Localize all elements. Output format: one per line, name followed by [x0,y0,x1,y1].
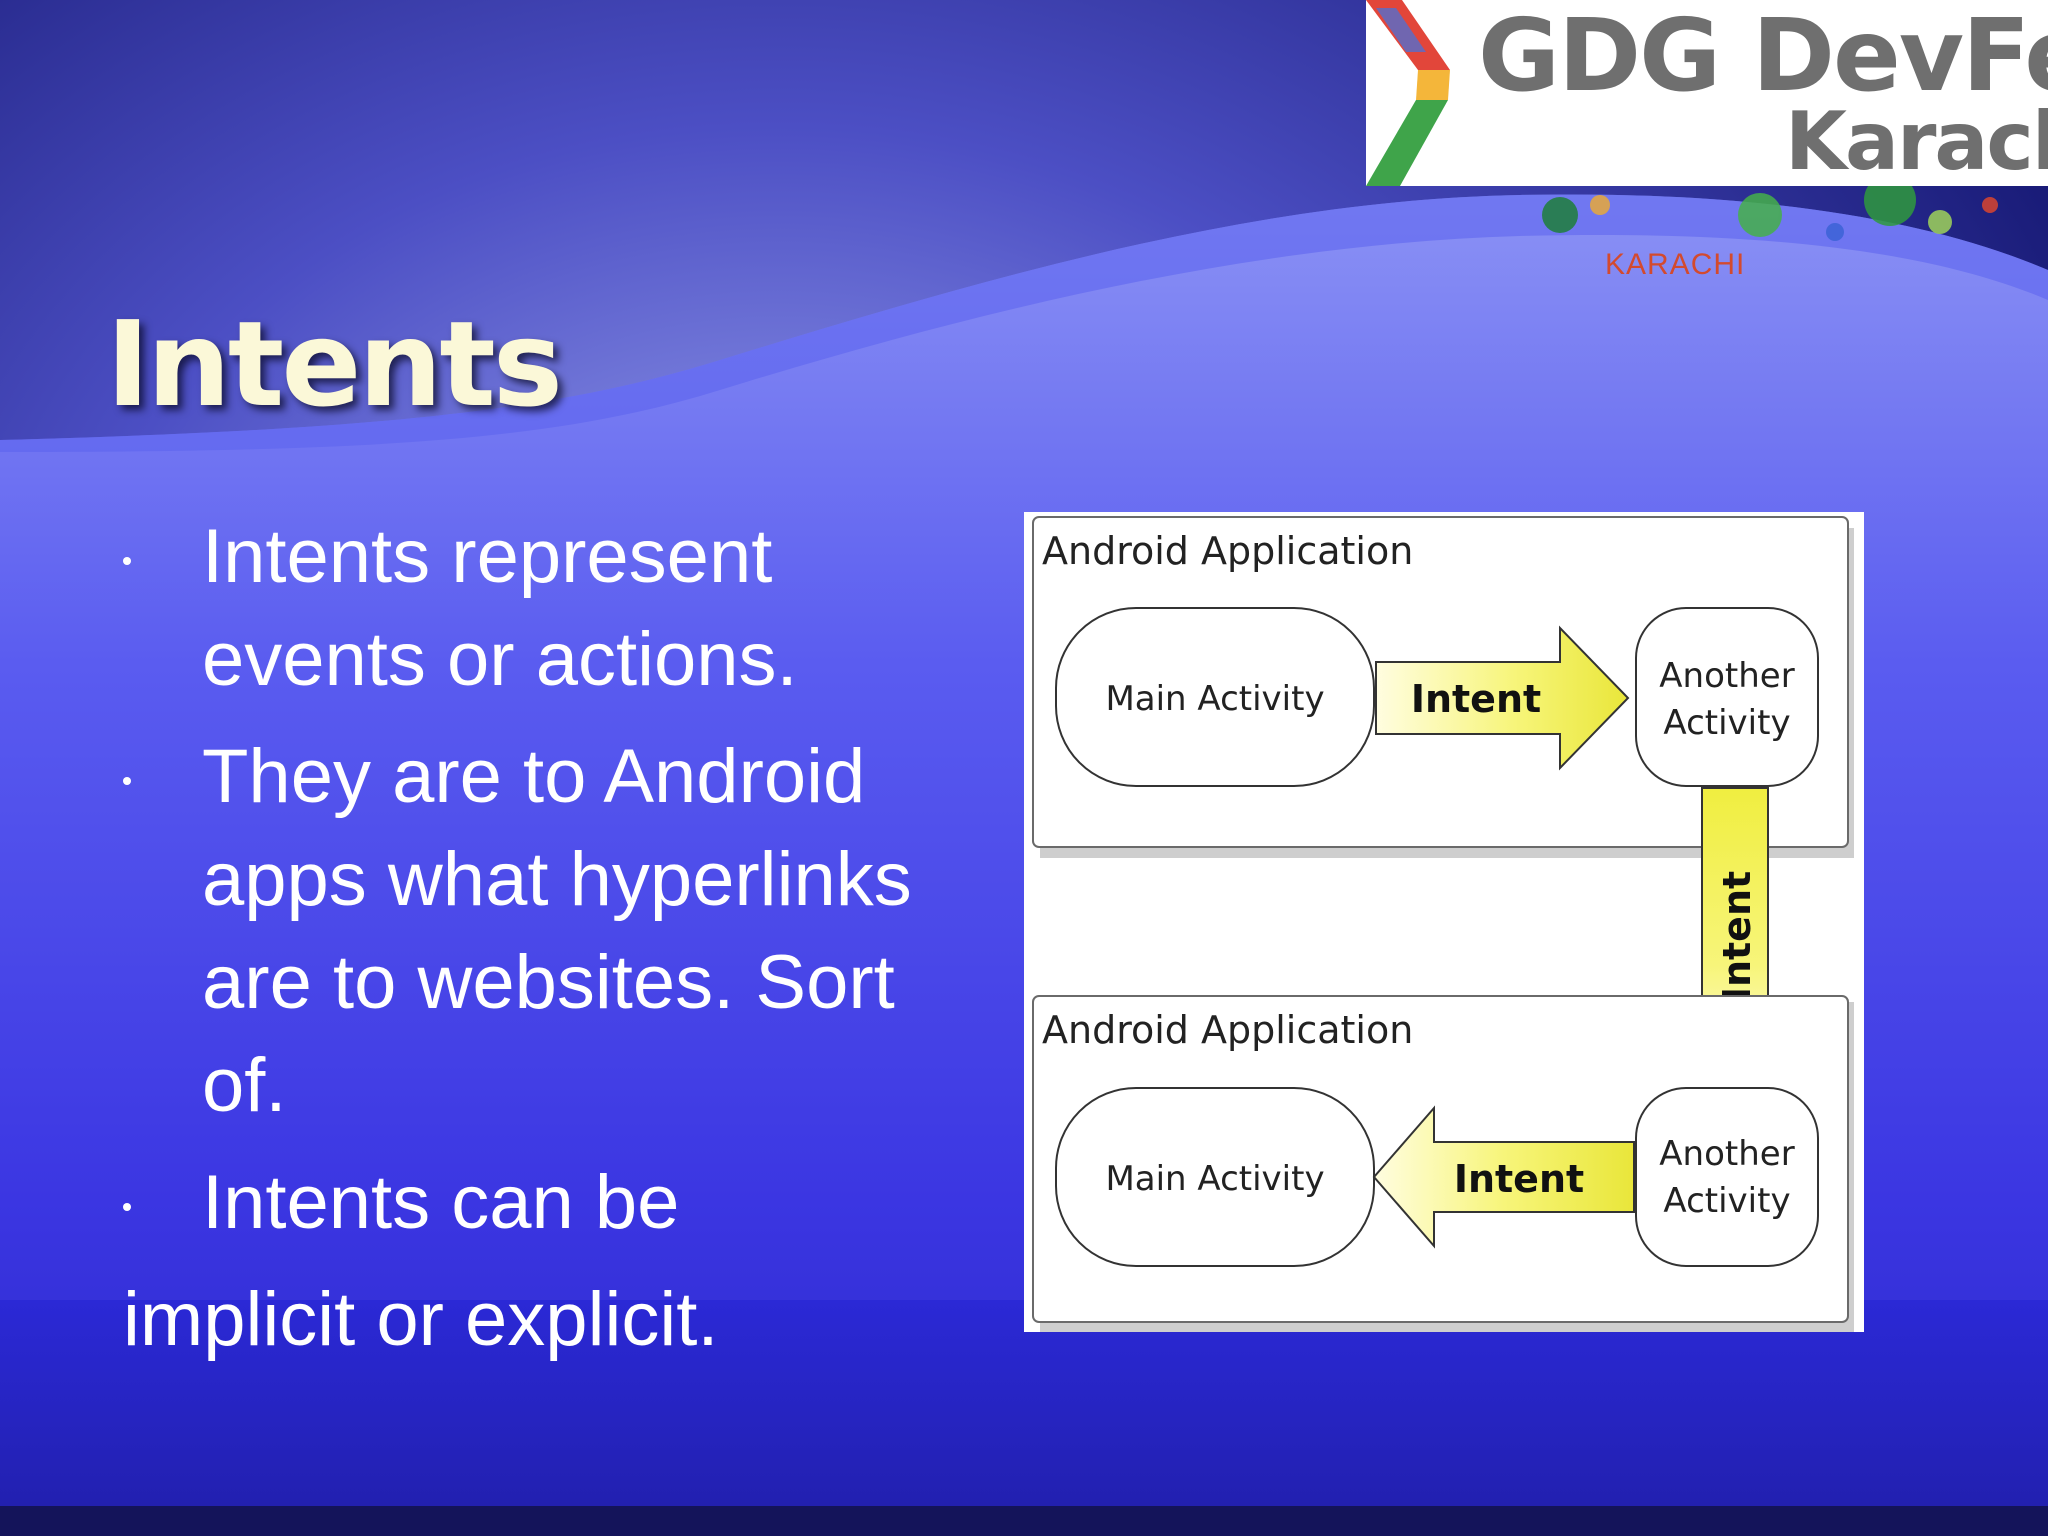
intent-arrow-left [1372,1105,1635,1249]
bullet-item: Intents represent events or actions. [120,505,960,711]
node-label: Main Activity [1105,1159,1324,1199]
node-label: Main Activity [1105,679,1324,719]
bullet-dot-icon [123,777,131,785]
bullet-text: They are to Android apps what hyperlinks… [202,734,912,1128]
logo-city: Karachi [1785,95,2048,186]
node-label: Another [1659,1134,1794,1174]
app-label: Android Application [1042,1008,1413,1052]
slide-title: Intents [106,295,563,433]
bullet-dot-icon [123,1203,131,1211]
node-label: Activity [1663,1181,1790,1221]
bullet-item: Intents can be [120,1151,960,1254]
bullet-continuation: implicit or explicit. [123,1277,719,1362]
arrow-label: Intent [1454,1157,1584,1201]
intent-diagram: Android Application Main Activity Anothe… [1024,512,1864,1332]
bullet-dot-icon [123,557,131,565]
slide-body: Intents represent events or actions. The… [120,505,960,1371]
another-activity-node [1635,1087,1819,1267]
node-label: Another [1659,656,1794,696]
arrow-label: Intent [1411,677,1541,721]
karachi-tag: KARACHI [1605,248,1746,281]
gdg-devfest-logo: GDG DevFest Karachi [1366,0,2048,186]
another-activity-node [1635,607,1819,787]
intent-arrow-right [1375,625,1630,771]
node-label: Activity [1663,703,1790,743]
bullet-text: Intents can be [202,1160,680,1245]
arrow-label: Intent [1715,871,1759,1001]
gdg-chevron-icon [1366,0,1450,186]
logo-name: GDG DevFest [1478,0,2048,114]
bullet-item: They are to Android apps what hyperlinks… [120,725,960,1137]
main-activity-node [1055,607,1375,787]
app-label: Android Application [1042,529,1413,573]
bullet-text: Intents represent events or actions. [202,514,798,702]
